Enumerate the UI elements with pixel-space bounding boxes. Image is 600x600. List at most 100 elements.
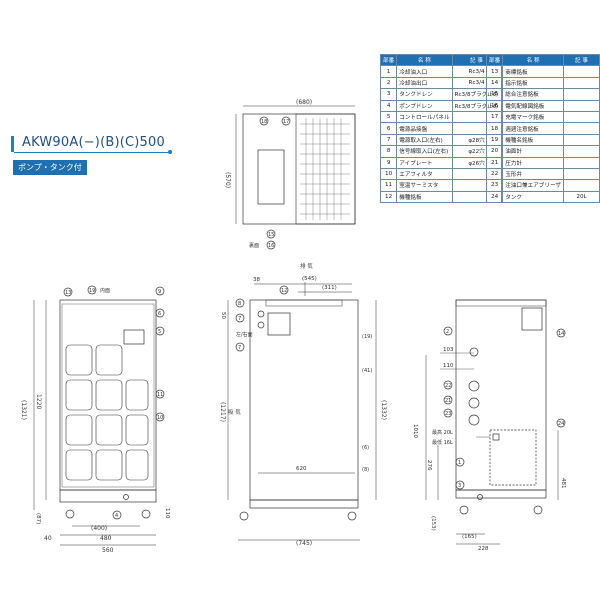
left-right-label: 左/右面 [236, 331, 253, 338]
callout-17 [281, 116, 291, 126]
svg-text:10: 10 [157, 415, 163, 421]
title-underline [14, 152, 169, 153]
dim-side-d38: 38 [253, 277, 260, 283]
dim-rear-d1010: 1010 [412, 424, 418, 438]
model-title: AKW90A(−)(B)(C)500 [22, 135, 165, 150]
parts-cell-no: 11 [379, 179, 398, 192]
svg-text:22: 22 [445, 383, 451, 389]
front-air-filter [65, 344, 149, 481]
dim-side-d311: (311) [322, 285, 337, 291]
dim-front-w480: 480 [100, 535, 112, 542]
svg-text:15: 15 [268, 232, 274, 238]
parts-cell-no: 12 [379, 190, 398, 204]
dim-top-width: (680) [296, 99, 312, 106]
parts-cell-no: 24 [485, 190, 504, 204]
rear-view: 103 110 1010 276 481 (153) (165) 228 最高 … [412, 299, 566, 552]
svg-text:16: 16 [268, 243, 274, 249]
dim-rear-d103: 103 [443, 347, 454, 353]
callout-18 [259, 116, 269, 126]
parts-cell-name: 機種銘板 [396, 190, 453, 204]
svg-text:17: 17 [283, 119, 289, 125]
svg-text:1: 1 [458, 460, 461, 466]
parts-cell-no: 23 [485, 179, 504, 192]
svg-text:7: 7 [238, 316, 241, 322]
col-no: 部番 [485, 53, 504, 67]
svg-text:4: 4 [115, 513, 118, 519]
dim-side-d620: 620 [296, 466, 307, 472]
tank-min-label: 最低 16L [432, 439, 453, 446]
col-no: 部番 [379, 53, 398, 67]
dim-rear-d481: 481 [560, 478, 566, 489]
svg-text:12: 12 [281, 288, 287, 294]
dim-rear-d110: 110 [443, 363, 454, 369]
svg-text:6: 6 [158, 311, 161, 317]
side-nameplate [267, 312, 291, 336]
parts-cell-no: 14 [485, 76, 504, 90]
side-view: 排 気 (545) (311) 38 50 左/右面 (1217) (1332)… [219, 262, 387, 547]
top-view: (680) (570) 18 17 15 16 裏面 [224, 99, 356, 250]
intake-label: 吸 気 [228, 408, 241, 416]
callout-16 [266, 240, 276, 250]
callout-15 [266, 229, 276, 239]
rear-indicator-plate [521, 307, 543, 331]
dim-side-d8: (8) [362, 467, 369, 473]
svg-text:24: 24 [558, 421, 564, 427]
svg-text:13: 13 [65, 290, 71, 296]
parts-cell-name: タンク [502, 190, 565, 204]
dim-front-h1220: 1220 [35, 394, 42, 409]
svg-text:23: 23 [445, 411, 451, 417]
svg-text:8: 8 [238, 301, 241, 307]
rear-tank [489, 429, 537, 486]
dim-rear-d228: 228 [478, 546, 489, 552]
dim-front-h87: (87) [35, 513, 41, 524]
back-label: 裏面 [249, 242, 259, 249]
inner-label: 内面 [100, 287, 110, 294]
dim-rear-d153: (153) [430, 516, 436, 531]
svg-text:7: 7 [238, 345, 241, 351]
svg-text:19: 19 [89, 288, 95, 294]
dim-top-depth: (570) [224, 172, 231, 188]
dim-side-h1217: (1217) [219, 402, 226, 422]
dim-front-w560: 560 [102, 547, 114, 554]
tank-max-label: 最高 20L [432, 429, 453, 436]
dim-front-h110: 110 [164, 508, 170, 519]
svg-text:2: 2 [446, 329, 449, 335]
svg-text:18: 18 [261, 119, 267, 125]
spec-tag: ポンプ・タンク付 [13, 160, 87, 175]
title-underline-dot [168, 150, 172, 154]
svg-text:5: 5 [158, 329, 161, 335]
dim-front-h1321: (1321) [20, 400, 27, 420]
dim-side-d545: (545) [302, 276, 317, 282]
dim-side-d6: (6) [362, 445, 369, 451]
top-panel-door [257, 149, 285, 205]
dim-rear-d165: (165) [462, 534, 477, 540]
svg-text:3: 3 [458, 483, 461, 489]
svg-text:21: 21 [445, 398, 451, 404]
parts-cell-no: 7 [379, 133, 398, 147]
title-accent-bar [11, 136, 14, 152]
dim-front-w40: 40 [44, 535, 52, 542]
dim-rear-d276: 276 [426, 460, 432, 471]
svg-text:9: 9 [158, 289, 161, 295]
top-grille [300, 118, 350, 220]
parts-cell-note: 20L [563, 190, 600, 204]
front-control-panel [123, 329, 145, 345]
parts-cell-no: 16 [485, 99, 504, 112]
dim-side-d745: (745) [296, 540, 312, 547]
dim-front-w400: (400) [91, 525, 107, 532]
exhaust-label: 排 気 [300, 262, 313, 270]
svg-text:14: 14 [558, 331, 564, 337]
svg-text:11: 11 [157, 392, 163, 398]
dim-side-d50: 50 [220, 312, 226, 319]
